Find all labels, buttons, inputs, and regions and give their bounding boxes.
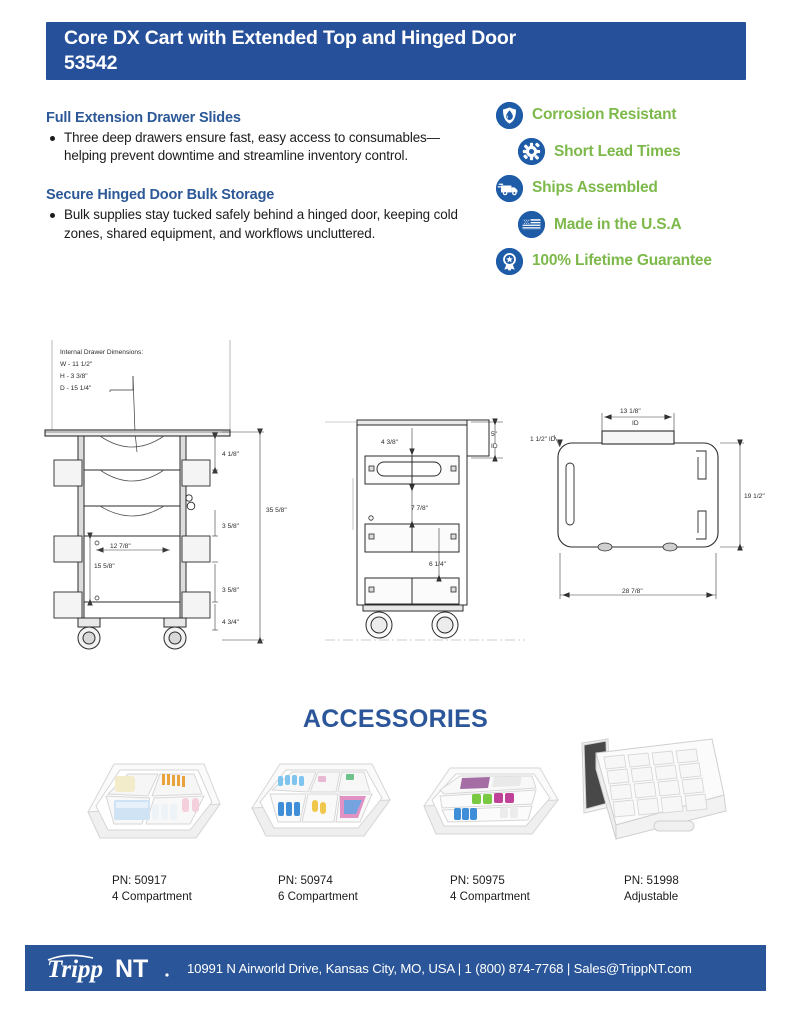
dim-4-1-8: 4 1/8" xyxy=(222,451,240,458)
accessory-caption: PN: 51998 Adjustable xyxy=(624,873,679,905)
drawing-front-view: Internal Drawer Dimensions: W - 11 1/2" … xyxy=(40,340,330,650)
badge-label: Ships Assembled xyxy=(532,179,658,196)
drawer-note-d: D - 15 1/4" xyxy=(60,385,92,392)
dim-28-7-8: 28 7/8" xyxy=(622,588,643,595)
feature-heading: Full Extension Drawer Slides xyxy=(46,110,241,126)
dim-13-1-8: 13 1/8" xyxy=(620,408,641,415)
dim-3-5-8-upper: 3 5/8" xyxy=(222,523,240,530)
tray-4-compartment-narrow-image xyxy=(410,735,580,855)
footer-bar: Tripp NT 10991 N Airworld Drive, Kansas … xyxy=(25,945,766,991)
drawing-side-view: 4 3/8" 5" ID 7 7/8" 6 1/4" xyxy=(325,400,535,650)
dim-5-id-label: ID xyxy=(491,443,498,450)
badge-lifetime-guarantee: 100% Lifetime Guarantee xyxy=(496,246,766,276)
dim-4-3-4: 4 3/4" xyxy=(222,619,240,626)
drawer-note-title: Internal Drawer Dimensions: xyxy=(60,349,143,356)
feature-bullet: Bulk supplies stay tucked safely behind … xyxy=(46,206,466,242)
dim-35-5-8: 35 5/8" xyxy=(266,507,287,514)
feature-block-1: Full Extension Drawer Slides Three deep … xyxy=(46,110,466,165)
accessory-caption: PN: 50975 4 Compartment xyxy=(450,873,530,905)
tray-6-compartment-image xyxy=(240,735,410,855)
drawer-note-w: W - 11 1/2" xyxy=(60,361,93,368)
dim-5-in: 5" xyxy=(491,431,498,438)
accessory-description: 4 Compartment xyxy=(112,889,192,903)
accessory-description: Adjustable xyxy=(624,889,679,903)
gear-icon xyxy=(518,138,545,165)
svg-text:Tripp: Tripp xyxy=(47,956,103,983)
accessory-part-number: PN: 50974 xyxy=(278,874,333,887)
trippnt-logo: Tripp NT xyxy=(45,951,175,985)
dim-13-id-label: ID xyxy=(632,420,639,427)
dim-19-1-2: 19 1/2" xyxy=(744,493,765,500)
accessory-part-number: PN: 50917 xyxy=(112,874,167,887)
badge-short-lead-times: Short Lead Times xyxy=(496,137,766,167)
badge-ships-assembled: Ships Assembled xyxy=(496,173,766,203)
dim-4-3-8: 4 3/8" xyxy=(381,439,399,446)
dim-12-7-8: 12 7/8" xyxy=(110,543,131,550)
usa-flag-icon xyxy=(518,211,545,238)
accessory-item: PN: 50975 4 Compartment xyxy=(410,735,580,925)
accessories-heading: ACCESSORIES xyxy=(302,705,489,733)
feature-bullet: Three deep drawers ensure fast, easy acc… xyxy=(46,129,466,165)
accessory-item: PN: 50974 6 Compartment xyxy=(240,735,410,925)
accessory-description: 4 Compartment xyxy=(450,889,530,903)
features-section: Full Extension Drawer Slides Three deep … xyxy=(46,110,466,243)
accessories-row: PN: 50917 4 Compartment xyxy=(70,735,750,925)
footer-contact-info: 10991 N Airworld Drive, Kansas City, MO,… xyxy=(187,960,692,976)
dim-3-5-8-lower: 3 5/8" xyxy=(222,587,240,594)
feature-block-2: Secure Hinged Door Bulk Storage Bulk sup… xyxy=(46,187,466,242)
badge-label: 100% Lifetime Guarantee xyxy=(532,252,712,269)
dim-7-7-8: 7 7/8" xyxy=(411,505,429,512)
product-sku: 53542 xyxy=(64,52,118,74)
technical-drawings: Internal Drawer Dimensions: W - 11 1/2" … xyxy=(40,340,770,660)
accessory-description: 6 Compartment xyxy=(278,889,358,903)
product-header-bar: Core DX Cart with Extended Top and Hinge… xyxy=(46,22,746,80)
badge-made-in-usa: Made in the U.S.A xyxy=(496,210,766,240)
trust-badge-list: Corrosion Resistant xyxy=(496,100,766,283)
page-title: Core DX Cart with Extended Top and Hinge… xyxy=(64,27,516,50)
feature-bullet-list: Bulk supplies stay tucked safely behind … xyxy=(46,206,466,242)
feature-heading: Secure Hinged Door Bulk Storage xyxy=(46,187,275,204)
dim-6-1-4: 6 1/4" xyxy=(429,561,447,568)
svg-text:NT: NT xyxy=(115,955,148,983)
accessory-item: PN: 50917 4 Compartment xyxy=(70,735,240,925)
accessory-part-number: PN: 50975 xyxy=(450,874,505,887)
tray-4-compartment-image xyxy=(70,735,240,855)
shield-droplet-icon xyxy=(496,101,523,129)
dim-1-1-2-id: 1 1/2" ID xyxy=(530,436,556,443)
drawer-adjustable-divider-image xyxy=(580,735,750,855)
drawer-note-h: H - 3 3/8" xyxy=(60,373,88,380)
truck-icon xyxy=(496,174,523,202)
accessory-part-number: PN: 51998 xyxy=(624,874,679,887)
badge-label: Made in the U.S.A xyxy=(554,215,682,233)
accessory-caption: PN: 50974 6 Compartment xyxy=(278,873,358,905)
badge-label: Short Lead Times xyxy=(554,142,681,160)
feature-bullet-list: Three deep drawers ensure fast, easy acc… xyxy=(46,129,466,165)
badge-corrosion-resistant: Corrosion Resistant xyxy=(496,100,766,130)
accessory-item: PN: 51998 Adjustable xyxy=(580,735,750,925)
accessory-caption: PN: 50917 4 Compartment xyxy=(112,873,192,905)
badge-label: Corrosion Resistant xyxy=(532,106,677,123)
drawing-top-view: 13 1/8" ID 1 1/2" ID 19 1/2" 28 7/8" xyxy=(530,395,775,635)
dim-15-5-8: 15 5/8" xyxy=(94,563,115,570)
award-ribbon-icon xyxy=(496,247,523,275)
